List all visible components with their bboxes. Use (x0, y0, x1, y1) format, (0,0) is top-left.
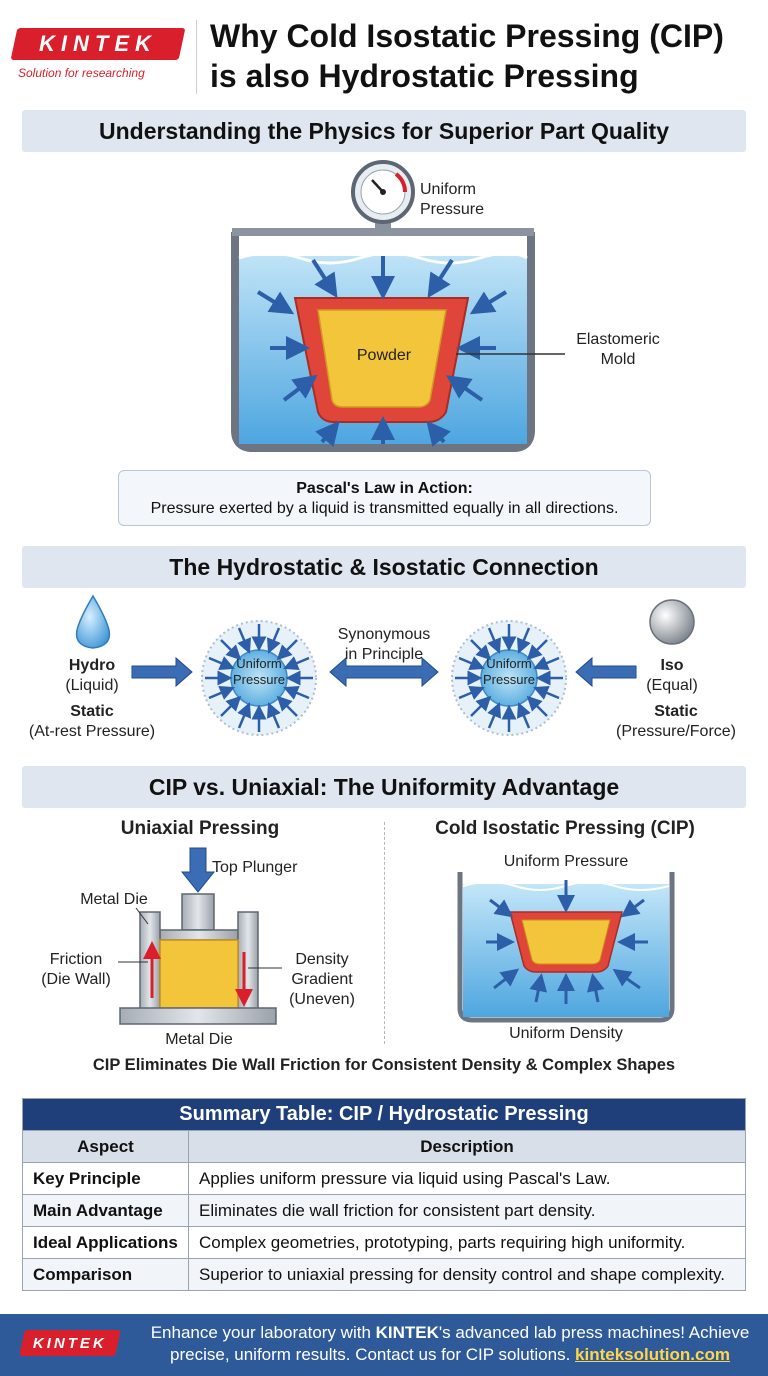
logo-text: KINTEK (39, 31, 157, 56)
double-arrow-icon (329, 656, 439, 688)
hydro-word: Hydro (68, 657, 116, 674)
uniaxial-title: Uniaxial Pressing (120, 818, 280, 839)
table-row: Ideal Applications Complex geometries, p… (22, 1226, 746, 1259)
pressure-arrows (256, 256, 508, 447)
table-row: Comparison Superior to uniaxial pressing… (22, 1258, 746, 1291)
density-line-1: Density (295, 951, 349, 968)
iso-meaning: (Equal) (646, 677, 698, 694)
static-right-meaning: (Pressure/Force) (615, 723, 737, 740)
page-title-line-1: Why Cold Isostatic Pressing (CIP) (210, 18, 724, 54)
uniform-pressure-gauge-label: Uniform Pressure (420, 180, 504, 220)
elastomeric-mold-label: Elastomeric Mold (566, 330, 670, 370)
callout-text: Pressure exerted by a liquid is transmit… (150, 500, 619, 517)
footer-brand: KINTEK (375, 1323, 439, 1342)
static-left-word: Static (70, 703, 114, 720)
iso-label: Iso (Equal) (630, 656, 714, 696)
uniform-pressure-circle-left (201, 620, 317, 736)
comparison-divider (384, 822, 385, 1044)
row-value: Superior to uniaxial pressing for densit… (188, 1258, 746, 1291)
circle-right-line-1: Uniform (486, 656, 532, 671)
footer-website-link[interactable]: kinteksolution.com (575, 1345, 730, 1364)
powder-fill (317, 309, 447, 408)
row-key: Comparison (22, 1258, 189, 1291)
footer-logo-text: KINTEK (33, 1334, 107, 1352)
static-left-label: Static (At-rest Pressure) (12, 702, 172, 742)
section-heading-physics: Understanding the Physics for Superior P… (22, 110, 746, 152)
density-line-2: Gradient (291, 971, 353, 988)
callout-title: Pascal's Law in Action: (296, 480, 473, 497)
col-aspect-header: Aspect (22, 1130, 189, 1163)
row-value: Eliminates die wall friction for consist… (188, 1194, 746, 1227)
uniaxial-press (118, 847, 282, 1025)
header-divider (196, 20, 197, 94)
density-gradient-label: Density Gradient (Uneven) (282, 950, 362, 1010)
row-value: Complex geometries, prototyping, parts r… (188, 1226, 746, 1259)
mold-label-line-1: Elastomeric (576, 331, 660, 348)
brand-logo: KINTEK Solution for researching (10, 28, 186, 80)
water-drop-icon (75, 594, 111, 649)
hydro-label: Hydro (Liquid) (40, 656, 144, 696)
cip-uniform-density-label: Uniform Density (509, 1025, 623, 1042)
arrow-right-icon (131, 656, 193, 688)
section-heading-connection: The Hydrostatic & Isostatic Connection (22, 546, 746, 588)
table-row: Main Advantage Eliminates die wall frict… (22, 1194, 746, 1227)
row-key: Main Advantage (22, 1194, 189, 1227)
hydro-meaning: (Liquid) (65, 677, 119, 694)
table-row: Key Principle Applies uniform pressure v… (22, 1162, 746, 1195)
footer-part-1: Enhance your laboratory with (150, 1323, 376, 1342)
static-right-word: Static (654, 703, 698, 720)
metal-die-bottom-label: Metal Die (165, 1031, 233, 1048)
conclusion-text: CIP Eliminates Die Wall Friction for Con… (92, 1056, 676, 1074)
uniform-pressure-circle-right (451, 620, 567, 736)
cip-title: Cold Isostatic Pressing (CIP) (435, 818, 695, 839)
row-value: Applies uniform pressure via liquid usin… (188, 1162, 746, 1195)
circle-left-line-2: Pressure (232, 672, 286, 687)
density-line-3: (Uneven) (289, 991, 355, 1008)
summary-table-title: Summary Table: CIP / Hydrostatic Pressin… (22, 1098, 746, 1131)
circle-right-line-2: Pressure (482, 672, 536, 687)
plunger-arrow-icon (180, 847, 216, 893)
synonymous-line-1: Synonymous (337, 626, 431, 643)
powder-label: Powder (356, 347, 412, 364)
iso-word: Iso (660, 657, 684, 674)
pascals-law-callout: Pascal's Law in Action: Pressure exerted… (118, 470, 651, 526)
row-key: Ideal Applications (22, 1226, 189, 1259)
metal-die-top-label: Metal Die (80, 891, 148, 908)
footer-text: Enhance your laboratory with KINTEK's ad… (150, 1322, 750, 1366)
summary-table: Summary Table: CIP / Hydrostatic Pressin… (22, 1098, 746, 1291)
footer-part-2: 's advanced lab press machines! Achieve … (170, 1323, 750, 1364)
sphere-icon (649, 599, 695, 645)
circle-right-label: Uniform Pressure (469, 656, 549, 688)
circle-left-line-1: Uniform (236, 656, 282, 671)
gauge-label-line-1: Uniform (420, 181, 477, 198)
friction-label: Friction (Die Wall) (34, 950, 118, 990)
static-right-label: Static (Pressure/Force) (600, 702, 752, 742)
arrow-left-icon (575, 656, 637, 688)
footer-banner (0, 1314, 768, 1376)
friction-line-2: (Die Wall) (41, 971, 111, 988)
top-plunger-label: Top Plunger (212, 859, 298, 876)
cip-tank (457, 872, 675, 1023)
footer-logo[interactable]: KINTEK (19, 1330, 121, 1356)
friction-line-1: Friction (49, 951, 103, 968)
pascal-tank-diagram (231, 160, 565, 452)
circle-left-label: Uniform Pressure (219, 656, 299, 688)
gauge-label-line-2: Pressure (420, 201, 485, 218)
synonymous-line-2: in Principle (344, 646, 424, 663)
comparison-diagram (118, 847, 675, 1025)
static-left-meaning: (At-rest Pressure) (28, 723, 156, 740)
hydro-iso-diagram (75, 594, 695, 736)
page-title-line-2: is also Hydrostatic Pressing (210, 58, 639, 94)
synonymous-label: Synonymous in Principle (324, 625, 444, 665)
logo-badge: KINTEK (10, 28, 186, 60)
col-description-header: Description (188, 1130, 746, 1163)
section-heading-uniformity: CIP vs. Uniaxial: The Uniformity Advanta… (22, 766, 746, 808)
page-title: Why Cold Isostatic Pressing (CIP) is als… (210, 16, 760, 96)
cip-uniform-pressure-label: Uniform Pressure (503, 853, 629, 870)
mold-label-line-2: Mold (600, 351, 636, 368)
summary-table-wrapper: Summary Table: CIP / Hydrostatic Pressin… (22, 1098, 746, 1291)
logo-tagline: Solution for researching (18, 66, 145, 80)
row-key: Key Principle (22, 1162, 189, 1195)
